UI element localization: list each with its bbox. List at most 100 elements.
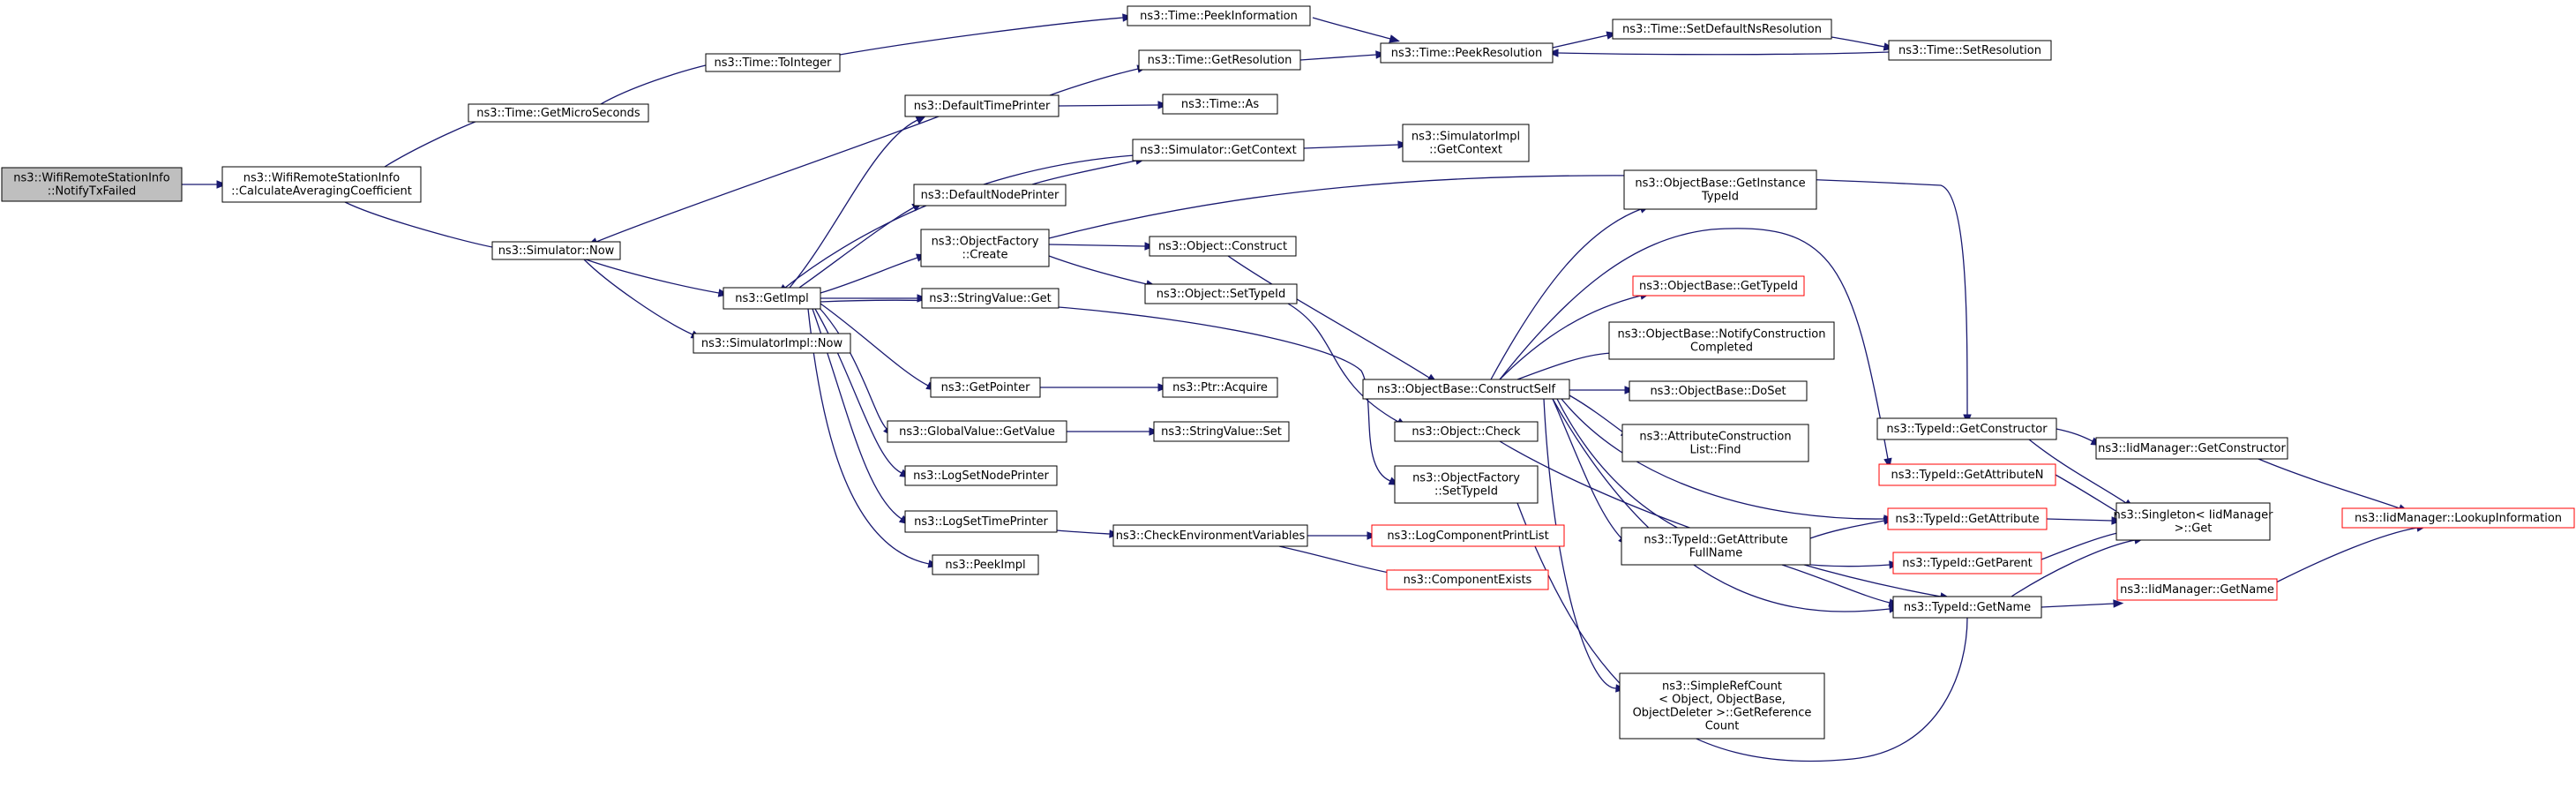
node-box	[1, 167, 183, 202]
call-graph-edges	[182, 13, 2428, 762]
graph-node-toint[interactable]: ns3::Time::ToInteger	[705, 53, 841, 72]
node-box	[1162, 94, 1278, 115]
graph-node-peekres[interactable]: ns3::Time::PeekResolution	[1380, 42, 1554, 64]
graph-node-getimpl[interactable]: ns3::GetImpl	[723, 287, 821, 310]
graph-node-conself[interactable]: ns3::ObjectBase::ConstructSelf	[1362, 379, 1570, 400]
node-box	[2341, 507, 2575, 529]
graph-node-strget[interactable]: ns3::StringValue::Get	[921, 288, 1060, 309]
node-box	[1621, 424, 1809, 462]
graph-node-obncc[interactable]: ns3::ObjectBase::NotifyConstructionCompl…	[1608, 321, 1835, 360]
graph-node-deftp[interactable]: ns3::DefaultTimePrinter	[904, 94, 1060, 117]
node-label: ns3::Object::Construct	[1158, 240, 1287, 253]
node-label: ns3::WifiRemoteStationInfo	[13, 172, 169, 185]
graph-node-setres[interactable]: ns3::Time::SetResolution	[1888, 40, 2052, 61]
edge-imgn-to-imli	[2275, 523, 2428, 583]
edge-conself-to-obncc	[1516, 349, 1625, 380]
edge-checkenv-to-compex	[1278, 545, 1404, 578]
node-label: ObjectDeleter >::GetReference	[1633, 707, 1812, 720]
node-box	[2116, 578, 2278, 601]
graph-node-objcons[interactable]: ns3::Object::Construct	[1149, 236, 1297, 257]
node-label: ns3::TypeId::GetAttribute	[1895, 513, 2039, 526]
graph-node-obgtid[interactable]: ns3::ObjectBase::GetTypeId	[1632, 275, 1805, 297]
graph-node-lognp[interactable]: ns3::LogSetNodePrinter	[904, 465, 1058, 486]
edge-getimpl-to-ofset	[820, 299, 1400, 485]
node-label: ::NotifyTxFailed	[48, 185, 137, 199]
edge-line	[600, 64, 710, 105]
node-label: ::CalculateAveragingCoefficient	[231, 185, 412, 199]
node-label: < Object, ObjectBase,	[1659, 694, 1786, 707]
node-label: ns3::TypeId::GetConstructor	[1886, 423, 2048, 436]
graph-node-getctx[interactable]: ns3::Simulator::GetContext	[1132, 139, 1305, 161]
node-label: ns3::LogSetTimePrinter	[914, 515, 1048, 529]
graph-node-getptr[interactable]: ns3::GetPointer	[930, 377, 1041, 398]
node-box	[1371, 524, 1565, 547]
node-box	[920, 229, 1050, 267]
node-box	[1380, 42, 1554, 64]
graph-node-ofset[interactable]: ns3::ObjectFactory::SetTypeId	[1394, 465, 1539, 504]
graph-node-logcpl[interactable]: ns3::LogComponentPrintList	[1371, 524, 1565, 547]
graph-node-objcheck[interactable]: ns3::Object::Check	[1394, 421, 1539, 442]
graph-node-tgp[interactable]: ns3::TypeId::GetParent	[1892, 552, 2042, 574]
graph-node-gvget[interactable]: ns3::GlobalValue::GetValue	[887, 420, 1067, 443]
edge-peekres-to-setdef	[1552, 31, 1618, 49]
node-box	[1112, 524, 1308, 547]
graph-node-strset[interactable]: ns3::StringValue::Set	[1153, 421, 1290, 442]
graph-node-compex[interactable]: ns3::ComponentExists	[1386, 569, 1549, 590]
node-box	[1629, 380, 1808, 402]
edge-setdef-to-setres	[1831, 36, 1895, 51]
graph-node-logtp[interactable]: ns3::LogSetTimePrinter	[904, 510, 1058, 533]
graph-node-as[interactable]: ns3::Time::As	[1162, 94, 1278, 115]
graph-node-checkenv[interactable]: ns3::CheckEnvironmentVariables	[1112, 524, 1308, 547]
graph-node-tgn[interactable]: ns3::TypeId::GetName	[1892, 596, 2042, 619]
graph-node-tga[interactable]: ns3::TypeId::GetAttribute	[1887, 507, 2048, 530]
node-box	[1878, 463, 2056, 486]
edge-conself-to-obdoset	[1569, 386, 1636, 394]
graph-node-root[interactable]: ns3::WifiRemoteStationInfo::NotifyTxFail…	[1, 167, 183, 202]
node-label: ns3::CheckEnvironmentVariables	[1116, 529, 1306, 543]
graph-node-getres[interactable]: ns3::Time::GetResolution	[1138, 49, 1301, 71]
edge-line	[1552, 398, 1891, 612]
graph-node-singget[interactable]: ns3::Singleton< IidManager >::Get	[2113, 502, 2273, 541]
graph-node-objfac[interactable]: ns3::ObjectFactory::Create	[920, 229, 1050, 267]
graph-node-tgcons[interactable]: ns3::TypeId::GetConstructor	[1876, 417, 2057, 440]
edge-tgafn-to-tgn	[1781, 564, 1899, 607]
graph-node-imgn[interactable]: ns3::IidManager::GetName	[2116, 578, 2278, 601]
graph-node-simctx[interactable]: ns3::SimulatorImpl::GetContext	[1402, 124, 1530, 162]
graph-node-peekimpl[interactable]: ns3::PeekImpl	[932, 554, 1039, 575]
node-box	[1892, 596, 2042, 619]
graph-node-obdoset[interactable]: ns3::ObjectBase::DoSet	[1629, 380, 1808, 402]
node-box	[2115, 502, 2271, 541]
graph-node-peekinfo[interactable]: ns3::Time::PeekInformation	[1127, 5, 1311, 26]
edge-conself-to-tgafn	[1552, 398, 1629, 546]
graph-node-simimplnow[interactable]: ns3::SimulatorImpl::Now	[693, 333, 851, 354]
graph-node-now[interactable]: ns3::Simulator::Now	[491, 241, 621, 260]
graph-node-settypeid[interactable]: ns3::Object::SetTypeId	[1144, 283, 1298, 304]
node-box	[1632, 275, 1805, 297]
edge-calc-to-now	[344, 201, 512, 253]
graph-node-imli[interactable]: ns3::IidManager::LookupInformation	[2341, 507, 2575, 529]
graph-node-setdef[interactable]: ns3::Time::SetDefaultNsResolution	[1612, 19, 1832, 40]
graph-node-micro[interactable]: ns3::Time::GetMicroSeconds	[468, 103, 649, 123]
graph-node-tgan[interactable]: ns3::TypeId::GetAttributeN	[1878, 463, 2056, 486]
graph-node-calc[interactable]: ns3::WifiRemoteStationInfo::CalculateAve…	[221, 166, 422, 203]
node-label: ns3::Time::PeekResolution	[1391, 47, 1542, 60]
node-box	[930, 377, 1041, 398]
node-box	[1623, 169, 1817, 210]
edge-line	[1049, 68, 1139, 96]
graph-node-srcgr[interactable]: ns3::SimpleRefCount< Object, ObjectBase,…	[1619, 672, 1825, 740]
node-box	[693, 333, 851, 354]
node-label: ns3::IidManager::LookupInformation	[2355, 512, 2562, 525]
node-label: ns3::LogSetNodePrinter	[913, 469, 1049, 483]
graph-node-imgc[interactable]: ns3::IidManager::GetConstructor	[2095, 437, 2288, 460]
graph-node-ptracq[interactable]: ns3::Ptr::Acquire	[1162, 377, 1278, 398]
edge-getptr-to-ptracq	[1040, 383, 1169, 392]
arrowhead	[2113, 599, 2124, 608]
graph-node-defnp[interactable]: ns3::DefaultNodePrinter	[913, 184, 1067, 207]
edge-now-to-simimplnow	[583, 259, 702, 339]
edge-line	[1552, 398, 1622, 539]
node-label: ns3::LogComponentPrintList	[1387, 529, 1548, 543]
edge-line	[1303, 144, 1399, 149]
